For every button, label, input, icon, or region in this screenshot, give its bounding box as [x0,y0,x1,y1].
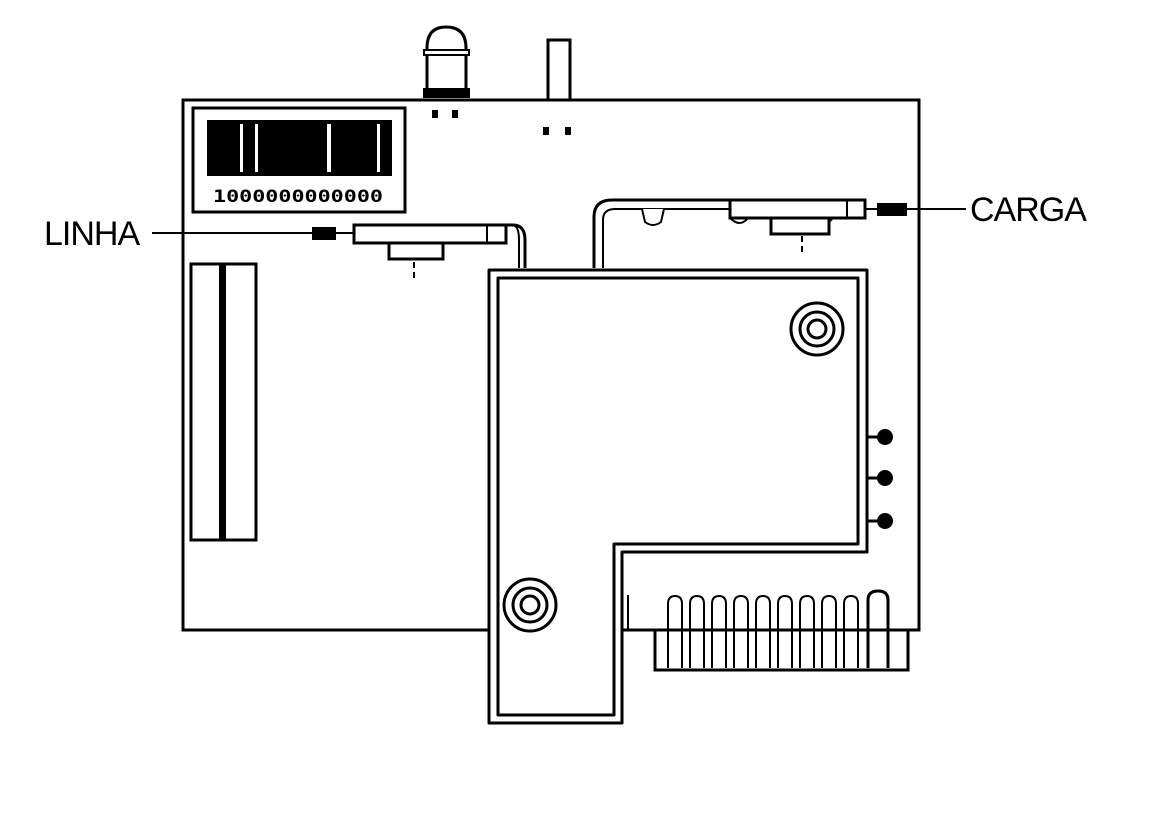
line-terminal-label: LINHA [44,215,140,253]
load-terminal-label: CARGA [970,191,1087,229]
barcode-block [207,120,392,176]
antenna-pin [543,38,572,135]
line-terminal [152,223,527,280]
shield-side-pins [867,429,893,529]
mounting-screw-top-right [789,301,845,357]
barcode-label: 1000000000000 [191,106,407,214]
mounting-screw-bottom-left [502,577,558,633]
barcode-code-text: 1000000000000 [213,187,383,207]
edge-connector-strip [189,262,258,542]
edge-connector-comb [627,589,910,672]
load-terminal [592,198,966,268]
metal-shield [487,268,869,725]
led-indicator [423,25,470,118]
